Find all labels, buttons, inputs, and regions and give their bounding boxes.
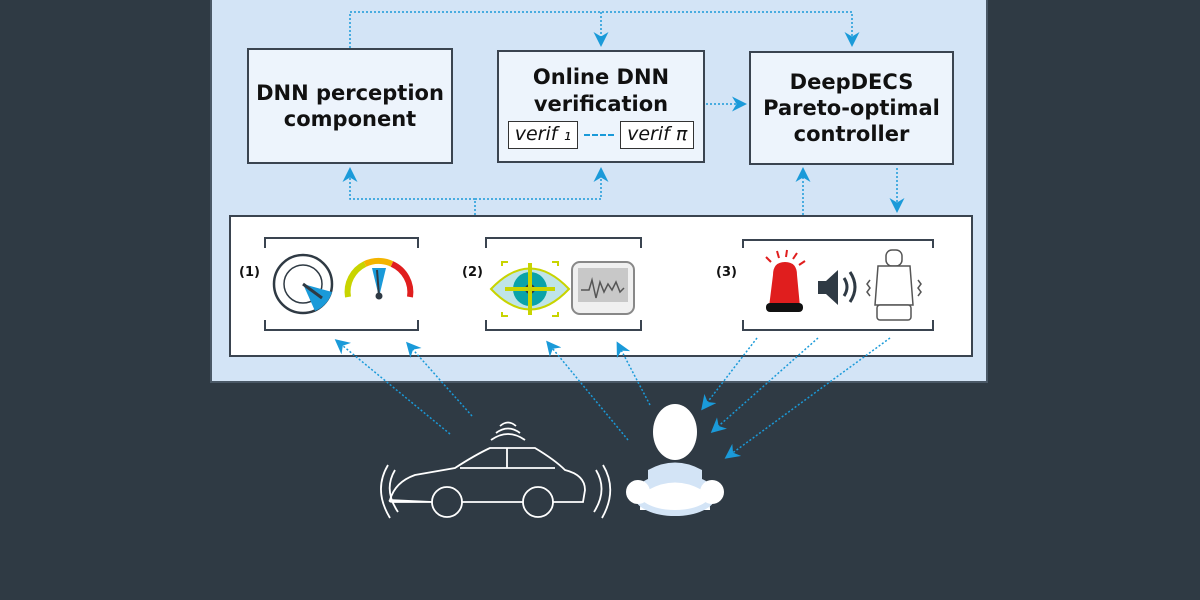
autonomous-car-icon (380, 421, 612, 519)
group-bracket-2 (485, 237, 642, 331)
bottom-to-perception (342, 167, 476, 215)
perception-subtitle: component (283, 107, 417, 131)
driver-to-monitor (616, 341, 651, 406)
bottom-to-verif (475, 167, 609, 200)
group-label-2: (2) (462, 265, 483, 280)
car-to-gauge1 (334, 339, 451, 435)
group-label-1: (1) (239, 265, 260, 280)
group-bracket-3 (742, 239, 934, 331)
alarm-siren-icon (765, 249, 806, 312)
verification-subtitle: verification (533, 91, 669, 116)
online-verification-box: Online DNN verification verif ₁ verif π (497, 50, 705, 163)
driver-icon (626, 404, 724, 516)
verification-title: Online DNN (532, 65, 670, 90)
seat-to-driver (724, 337, 891, 459)
monitor-waveform-icon (571, 261, 635, 315)
verif-ellipsis (584, 133, 615, 136)
speaker-to-driver (710, 337, 819, 433)
dial-gauge-icon (272, 253, 334, 315)
controller-subtitle-2: controller (793, 122, 910, 147)
top-connector (349, 11, 860, 48)
verif-last: verif π (620, 120, 695, 149)
perception-title: DNN perception (256, 80, 444, 105)
siren-to-driver (701, 337, 758, 411)
eye-target-icon (489, 261, 571, 317)
vibrating-seat-icon (866, 249, 922, 321)
group-label-3: (3) (716, 265, 737, 280)
group-bracket-1 (264, 237, 419, 331)
driver-to-eye (546, 340, 629, 441)
controller-title: DeepDECS (789, 69, 914, 94)
dnn-perception-box: DNN perception component (247, 48, 453, 164)
controller-subtitle: Pareto-optimal (763, 95, 940, 120)
car-to-gauge2 (406, 341, 473, 417)
speaker-icon (818, 270, 857, 305)
controller-box: DeepDECS Pareto-optimal controller (749, 51, 954, 165)
verif-first: verif ₁ (507, 120, 579, 149)
speedometer-icon (344, 257, 414, 300)
